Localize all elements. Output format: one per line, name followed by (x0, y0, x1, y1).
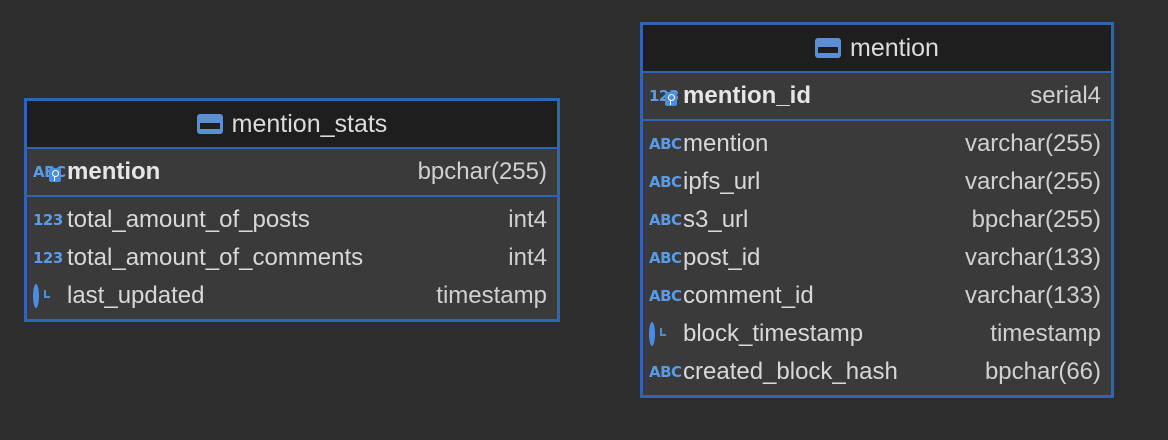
column-type: varchar(133) (964, 244, 1101, 271)
text-icon: ABC (649, 173, 682, 191)
entity-header[interactable]: mention_stats (27, 101, 557, 149)
column-type: bpchar(255) (971, 206, 1101, 233)
column-name: post_id (683, 244, 761, 271)
column-row[interactable]: 123 total_amount_of_posts int4 (27, 201, 557, 239)
column-name: total_amount_of_posts (67, 206, 310, 233)
column-type: bpchar(66) (984, 358, 1101, 385)
text-key-icon: ABC (33, 163, 67, 182)
column-name: s3_url (683, 206, 749, 233)
column-name: comment_id (683, 282, 814, 309)
column-row[interactable]: 123 total_amount_of_comments int4 (27, 239, 557, 277)
primary-key-row[interactable]: 123 mention_id serial4 (643, 73, 1111, 121)
entity-header[interactable]: mention (643, 25, 1111, 73)
column-row[interactable]: ABC ipfs_url varchar(255) (643, 163, 1111, 201)
column-type: serial4 (1030, 82, 1101, 109)
text-icon: ABC (649, 363, 682, 381)
column-row[interactable]: ABC created_block_hash bpchar(66) (643, 353, 1111, 391)
column-name: created_block_hash (683, 358, 898, 385)
column-name: ipfs_url (683, 168, 761, 195)
table-icon (815, 38, 842, 58)
entity-mention[interactable]: mention 123 mention_id serial4 ABC menti… (640, 22, 1114, 398)
primary-key-row[interactable]: ABC mention bpchar(255) (27, 149, 557, 197)
entity-title: mention_stats (231, 109, 388, 138)
text-icon: ABC (649, 211, 682, 229)
column-name: mention (67, 158, 161, 185)
column-type: timestamp (436, 282, 547, 309)
column-row[interactable]: ABC mention varchar(255) (643, 125, 1111, 163)
column-type: bpchar(255) (417, 158, 547, 185)
column-type: timestamp (990, 320, 1101, 347)
column-type: varchar(255) (964, 168, 1101, 195)
column-name: mention (683, 130, 769, 157)
entity-mention-stats[interactable]: mention_stats ABC mention bpchar(255) 12… (24, 98, 560, 322)
column-row[interactable]: ABC s3_url bpchar(255) (643, 201, 1111, 239)
number-icon: 123 (33, 249, 63, 267)
column-name: block_timestamp (683, 320, 864, 347)
column-type: varchar(133) (964, 282, 1101, 309)
number-icon: 123 (33, 211, 63, 229)
column-row[interactable]: last_updated timestamp (27, 277, 557, 315)
column-name: last_updated (67, 282, 205, 309)
entity-title: mention (850, 33, 939, 62)
column-name: total_amount_of_comments (67, 244, 364, 271)
column-type: int4 (508, 244, 547, 271)
clock-icon (33, 284, 67, 308)
column-type: varchar(255) (964, 130, 1101, 157)
column-row[interactable]: ABC comment_id varchar(133) (643, 277, 1111, 315)
text-icon: ABC (649, 249, 682, 267)
column-row[interactable]: ABC post_id varchar(133) (643, 239, 1111, 277)
column-row[interactable]: block_timestamp timestamp (643, 315, 1111, 353)
text-icon: ABC (649, 287, 682, 305)
column-type: int4 (508, 206, 547, 233)
number-key-icon: 123 (649, 87, 679, 106)
text-icon: ABC (649, 135, 682, 153)
table-icon (196, 114, 223, 134)
column-name: mention_id (683, 82, 812, 109)
clock-icon (649, 322, 683, 346)
